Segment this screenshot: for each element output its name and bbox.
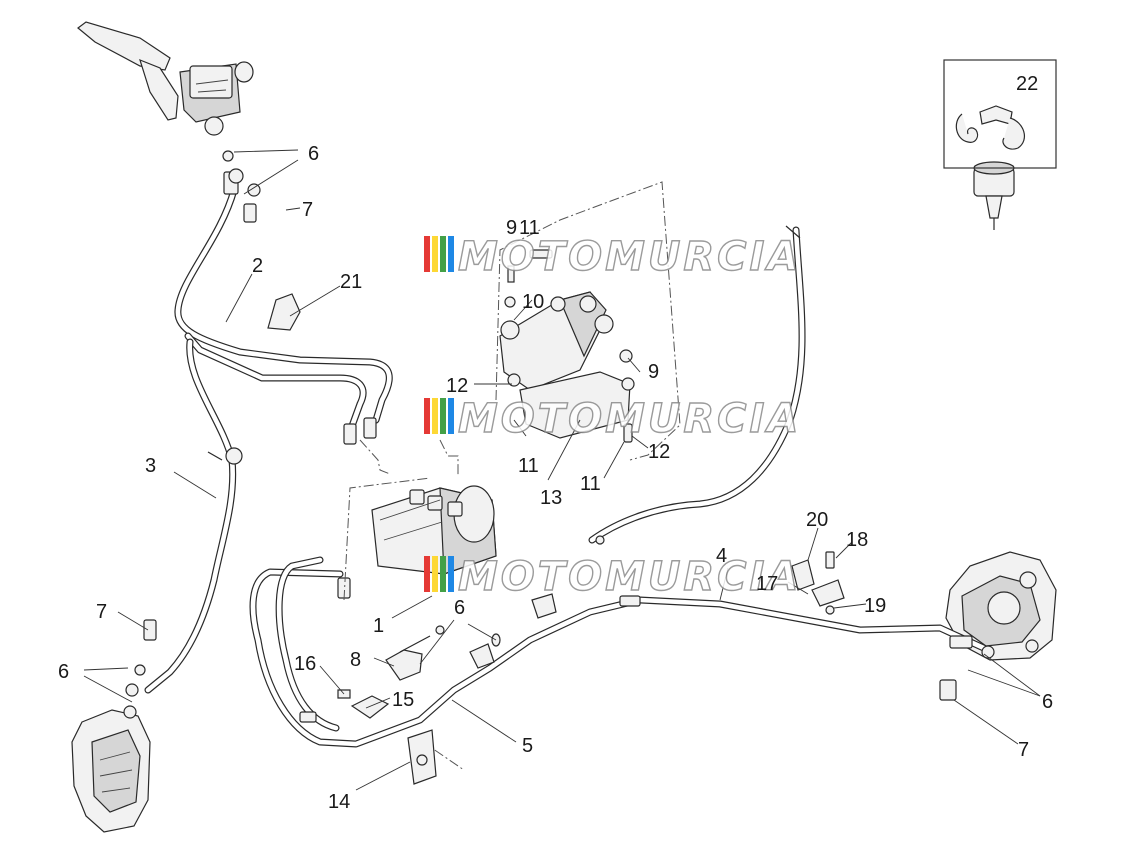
callout-19: 19: [864, 595, 886, 617]
callout-20: 20: [806, 509, 828, 531]
assembly-phantom-lines: [343, 181, 681, 771]
callout-3: 3: [145, 455, 156, 477]
watermark-bottom: MOTOMURCIA: [424, 553, 801, 601]
callout-1: 1: [373, 615, 384, 637]
callout-11: 11: [518, 455, 539, 477]
callout-18: 18: [846, 529, 868, 551]
callout-9: 9: [648, 361, 659, 383]
leader-lines: [83, 149, 1041, 791]
abs-bracket-assembly: [499, 249, 635, 443]
watermark-text: MOTOMURCIA: [458, 234, 801, 280]
callout-6: 6: [454, 597, 465, 619]
callout-7: 7: [96, 601, 107, 623]
callout-11: 11: [519, 217, 540, 239]
callout-16: 16: [294, 653, 316, 675]
clip-kit-box: [943, 59, 1057, 169]
front-brake-lever-master-cylinder: [77, 21, 254, 136]
callout-7: 7: [1018, 739, 1029, 761]
callout-6: 6: [58, 661, 69, 683]
callout-labels: 1 2 3 4 5 6 6 6 6 7 7 7 8 9 9 10 11 11 1…: [58, 73, 1053, 813]
rear-brake-caliper: [945, 551, 1057, 661]
line-fittings: [125, 150, 995, 723]
watermark-text: MOTOMURCIA: [458, 396, 801, 442]
watermark-text: MOTOMURCIA: [458, 554, 801, 600]
rear-brake-fluid-reservoir: [973, 161, 1015, 230]
callout-12: 12: [648, 441, 670, 463]
callout-8: 8: [350, 649, 361, 671]
front-brake-caliper: [71, 705, 151, 833]
callout-10: 10: [522, 291, 544, 313]
callout-6: 6: [1042, 691, 1053, 713]
callout-7: 7: [302, 199, 313, 221]
small-parts: [207, 225, 845, 785]
callout-13: 13: [540, 487, 562, 509]
callout-9: 9: [506, 217, 517, 239]
callout-17: 17: [756, 573, 778, 595]
callout-11: 11: [580, 473, 601, 495]
callout-22: 22: [1016, 73, 1038, 95]
callout-14: 14: [328, 791, 350, 813]
abs-modulator: [371, 485, 497, 575]
callout-6: 6: [308, 143, 319, 165]
watermark-middle: MOTOMURCIA: [424, 395, 801, 443]
callout-2: 2: [252, 255, 263, 277]
callout-15: 15: [392, 689, 414, 711]
watermark-top: MOTOMURCIA: [424, 233, 801, 281]
callout-21: 21: [340, 271, 362, 293]
callout-4: 4: [716, 545, 727, 567]
callout-12: 12: [446, 375, 468, 397]
callout-5: 5: [522, 735, 533, 757]
